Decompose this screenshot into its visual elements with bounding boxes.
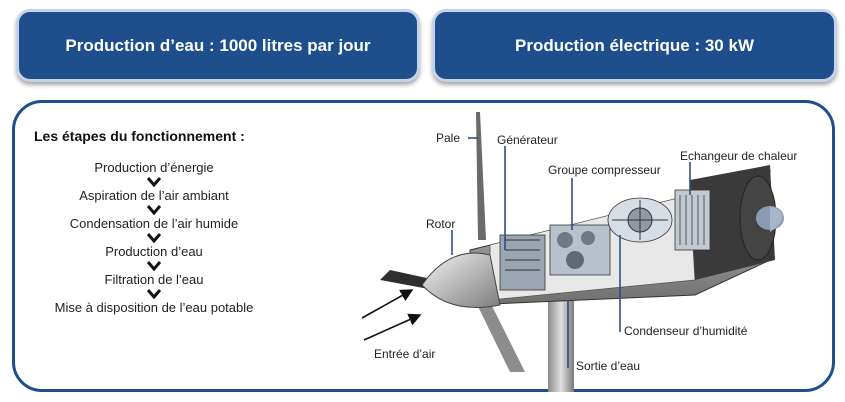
steps-list: Production d’énergie Aspiration de l’air…	[40, 160, 268, 316]
step-filtration: Filtration de l’eau	[104, 272, 204, 287]
blade-down	[470, 290, 525, 372]
blade-up	[476, 112, 486, 240]
generator	[499, 234, 546, 291]
chevron-down-icon	[147, 233, 161, 243]
label-rotor: Rotor	[426, 217, 455, 231]
power-production-text: Production électrique : 30 kW	[515, 35, 754, 55]
label-sortie-eau: Sortie d’eau	[576, 359, 640, 373]
step-drinking-water: Mise à disposition de l’eau potable	[54, 300, 254, 315]
wind-turbine-diagram: Pale Générateur Groupe compresseur Echan…	[361, 112, 797, 392]
rotor-hub	[421, 252, 501, 308]
air-intake-arrow	[363, 313, 422, 341]
label-entree-air: Entrée d’air	[374, 347, 435, 361]
chevron-down-icon	[147, 205, 161, 215]
heat-exchanger	[674, 189, 711, 251]
label-echangeur: Echangeur de chaleur	[680, 149, 797, 163]
step-air-intake: Aspiration de l’air ambiant	[79, 188, 229, 203]
air-intake-arrow	[361, 289, 414, 319]
tower	[548, 295, 574, 392]
steps-title: Les étapes du fonctionnement :	[34, 128, 245, 144]
humidity-condenser	[607, 197, 673, 243]
chevron-down-icon	[147, 289, 161, 299]
label-generateur: Générateur	[497, 133, 558, 147]
label-pale: Pale	[436, 131, 460, 145]
step-energy: Production d’énergie	[94, 160, 214, 175]
chevron-down-icon	[147, 177, 161, 187]
power-production-banner: Production électrique : 30 kW	[432, 9, 837, 82]
water-production-banner: Production d’eau : 1000 litres par jour	[16, 9, 420, 82]
step-water-production: Production d’eau	[105, 244, 203, 259]
label-condenseur: Condenseur d’humidité	[624, 324, 748, 338]
water-production-text: Production d’eau : 1000 litres par jour	[65, 35, 371, 55]
label-groupe-compresseur: Groupe compresseur	[548, 163, 661, 177]
compressor-group	[549, 224, 611, 276]
step-condensation: Condensation de l’air humide	[69, 216, 239, 231]
chevron-down-icon	[147, 261, 161, 271]
